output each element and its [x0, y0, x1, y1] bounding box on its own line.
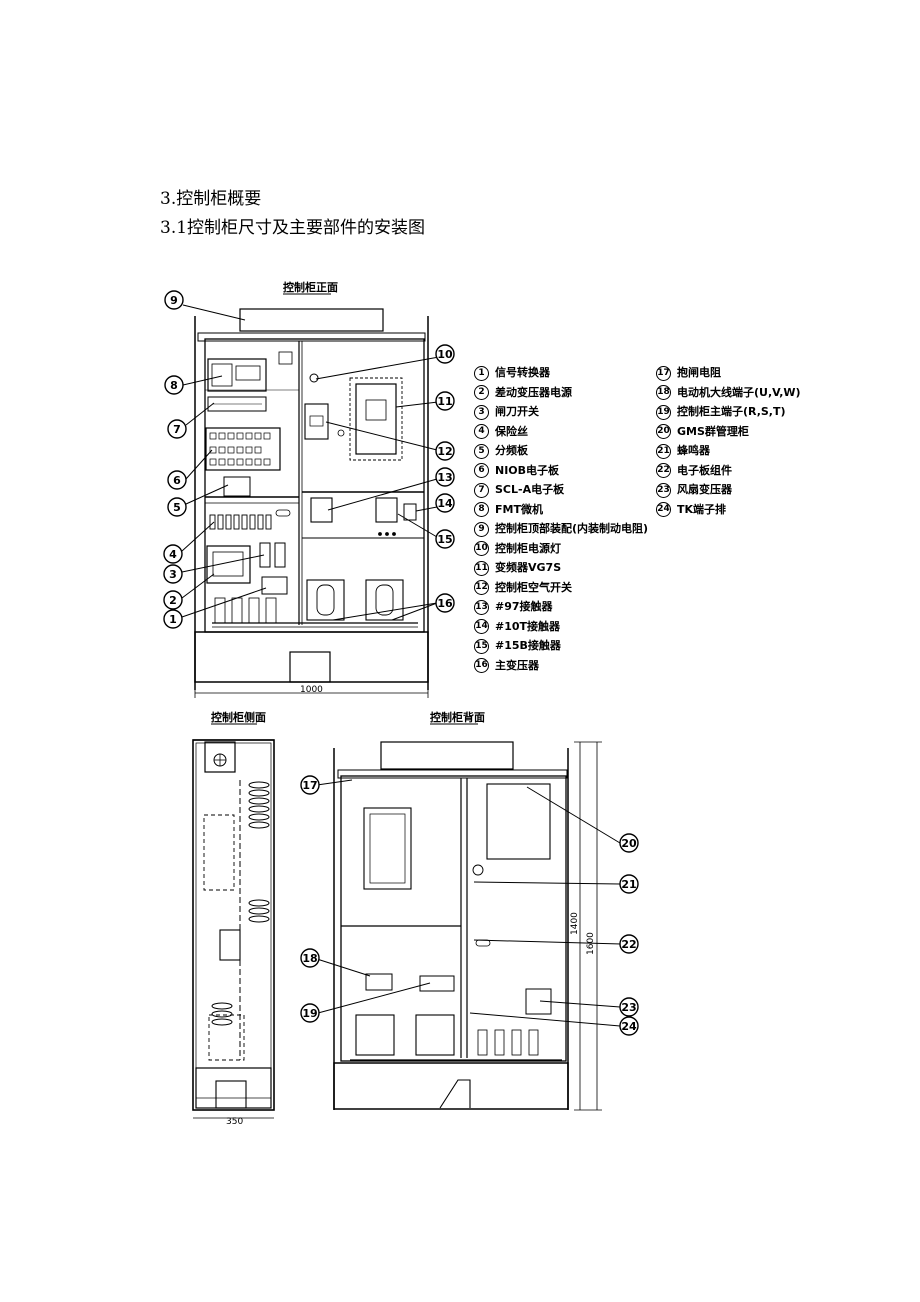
callout-8: 8 [170, 379, 178, 392]
back-cabinet [333, 741, 602, 1111]
legend-item: 15#15B接触器 [474, 638, 561, 654]
callout-5: 5 [173, 501, 181, 514]
callout-2: 2 [169, 594, 177, 607]
callout-12: 12 [437, 445, 452, 458]
back-callouts [300, 775, 639, 1036]
front-cabinet [194, 308, 429, 698]
callout-17: 17 [302, 779, 317, 792]
callout-15: 15 [437, 533, 452, 546]
front-view-title: 控制柜正面 [283, 280, 338, 294]
callout-1: 1 [169, 613, 177, 626]
back-height-dimension-1400: 1400 [570, 912, 580, 935]
side-cabinet [192, 739, 275, 1119]
callout-11: 11 [437, 395, 452, 408]
section-heading: 3.控制柜概要 [160, 189, 262, 209]
front-width-dimension: 1000 [300, 685, 323, 695]
callout-3: 3 [169, 568, 177, 581]
back-view-title: 控制柜背面 [430, 710, 485, 724]
callout-14: 14 [437, 497, 453, 510]
legend-item: 13#97接触器 [474, 599, 553, 615]
callout-6: 6 [173, 474, 181, 487]
callout-9: 9 [170, 294, 178, 307]
subsection-heading: 3.1控制柜尺寸及主要部件的安装图 [160, 218, 426, 238]
callout-18: 18 [302, 952, 317, 965]
callout-4: 4 [169, 548, 177, 561]
side-view-title: 控制柜侧面 [211, 710, 266, 724]
callout-23: 23 [621, 1001, 636, 1014]
front-callouts [163, 290, 455, 629]
callout-22: 22 [621, 938, 636, 951]
callout-13: 13 [437, 471, 452, 484]
callout-20: 20 [621, 837, 637, 850]
callout-24: 24 [621, 1020, 637, 1033]
callout-7: 7 [173, 423, 181, 436]
callout-19: 19 [302, 1007, 317, 1020]
callout-10: 10 [437, 348, 453, 361]
callout-16: 16 [437, 597, 453, 610]
callout-21: 21 [621, 878, 636, 891]
legend-item: 14#10T接触器 [474, 619, 561, 634]
side-width-dimension: 350 [226, 1117, 243, 1127]
